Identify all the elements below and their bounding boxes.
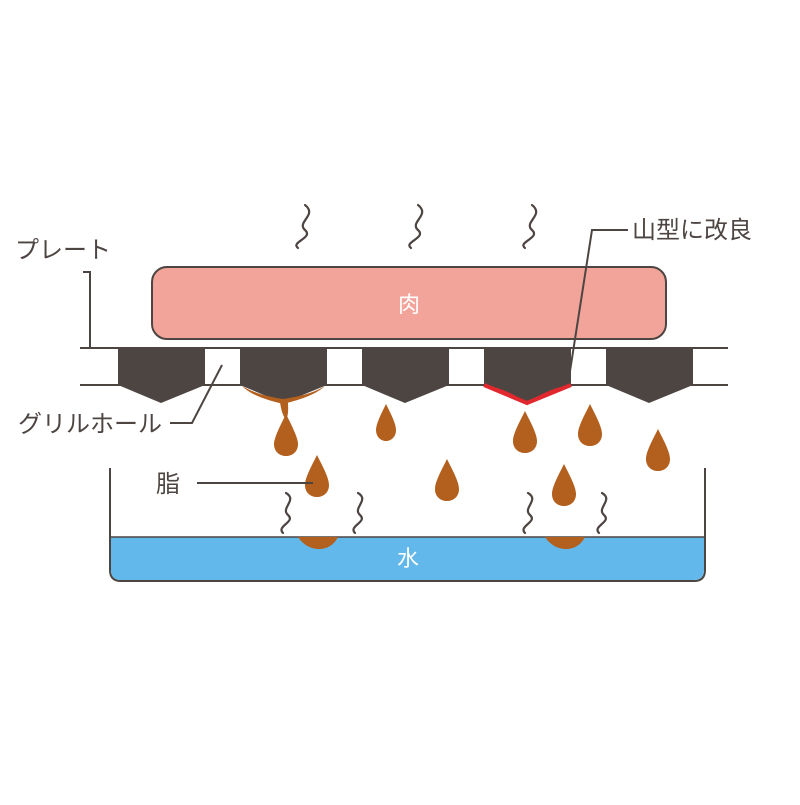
steam-group-water: [280, 491, 608, 535]
fat-drop: [552, 464, 576, 506]
meat-block: [151, 266, 667, 340]
fat-on-water: [298, 537, 338, 549]
steam-wisp: [596, 491, 608, 535]
fat-drop: [646, 429, 670, 471]
steam-wisp: [522, 491, 534, 535]
plate-block: [484, 348, 571, 403]
leader-lines: [83, 229, 628, 484]
grill-hole-leader: [170, 364, 223, 424]
fat-drop: [376, 404, 396, 441]
water-fill: [111, 537, 704, 580]
steam-wisp: [280, 491, 292, 535]
steam-wisp: [522, 203, 538, 250]
fat-label: 脂: [156, 470, 180, 498]
meat-label: 肉: [398, 293, 420, 318]
water-label: 水: [397, 547, 419, 572]
grill-hole-label: グリルホール: [18, 410, 162, 438]
plate-leader: [83, 271, 91, 348]
fat-pool: [242, 386, 325, 404]
plate-block: [118, 348, 205, 403]
mountain-leader: [567, 229, 628, 385]
fat-on-water: [545, 537, 585, 549]
plate-block: [362, 348, 449, 403]
plate-block: [240, 348, 327, 403]
fat-drop: [305, 455, 329, 497]
mountain-shape-highlight-curve: [485, 385, 570, 406]
fat-drops: [274, 404, 670, 506]
plate-block: [606, 348, 693, 403]
fat-drop: [435, 459, 459, 501]
fat-drop: [513, 411, 537, 453]
plate-blocks: [118, 348, 693, 403]
fat-drop: [578, 404, 602, 446]
steam-wisp: [352, 491, 364, 535]
plate-label: プレート: [15, 236, 111, 264]
steam-group-top: [295, 203, 538, 250]
mountain-label: 山型に改良: [632, 216, 752, 244]
steam-wisp: [295, 203, 311, 250]
water-tray: [109, 468, 706, 582]
steam-wisp: [408, 203, 424, 250]
fat-drop: [274, 414, 298, 456]
